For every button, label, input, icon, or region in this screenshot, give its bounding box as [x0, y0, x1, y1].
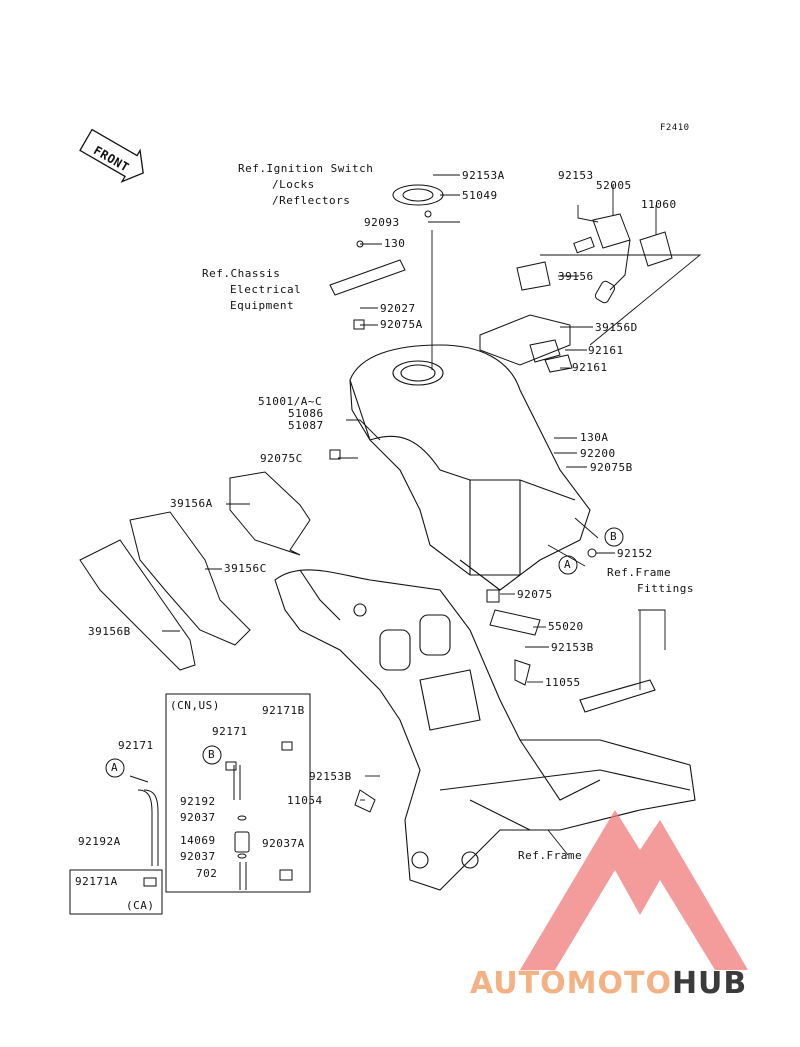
- part-label: 130: [384, 237, 406, 250]
- part-label: 92153A: [462, 169, 505, 182]
- part-label: 92075A: [380, 318, 423, 331]
- part-label: 39156B: [88, 625, 131, 638]
- automotohub-logo-icon: [520, 810, 748, 970]
- part-label: 92153B: [309, 770, 352, 783]
- callout-a: A: [564, 558, 572, 571]
- part-label: 39156A: [170, 497, 213, 510]
- part-label: 11055: [545, 676, 581, 689]
- part-label: 39156: [558, 270, 594, 283]
- part-label: 39156C: [224, 562, 267, 575]
- frame-drawing: [274, 569, 696, 891]
- part-label: 55020: [548, 620, 584, 633]
- watermark-part1: AUTOMOTO: [470, 966, 672, 1001]
- hose-parts-drawing: [129, 741, 293, 890]
- part-label: 92171B: [262, 704, 305, 717]
- part-label: 130A: [580, 431, 609, 444]
- part-label: 92093: [364, 216, 400, 229]
- part-label: 92037: [180, 850, 216, 863]
- ref-frame-fittings-line2: Fittings: [637, 582, 694, 595]
- part-label: 92192: [180, 795, 216, 808]
- callout-a: A: [111, 761, 119, 774]
- seat-pads-drawing: [79, 471, 311, 671]
- fuel-pump-drawing: [479, 213, 673, 373]
- callout-b: B: [610, 530, 618, 543]
- part-label: 92171: [212, 725, 248, 738]
- callout-b: B: [208, 748, 216, 761]
- ref-frame-fittings-line1: Ref.Frame: [607, 566, 672, 579]
- part-label: 92075: [517, 588, 553, 601]
- part-label: 92161: [572, 361, 608, 374]
- part-label: 702: [196, 867, 218, 880]
- ref-chassis-line2: Electrical: [230, 283, 302, 296]
- ref-chassis-line3: Equipment: [230, 299, 295, 312]
- leader-lines: [162, 174, 702, 856]
- part-label: 92037: [180, 811, 216, 824]
- callout-circles: [105, 527, 624, 778]
- figure-code: F2410: [660, 123, 690, 133]
- part-label: 51001/A~C: [258, 395, 323, 408]
- ref-ignition-line3: /Reflectors: [272, 194, 351, 207]
- part-label: 51086: [288, 407, 324, 420]
- ref-chassis-line1: Ref.Chassis: [202, 267, 281, 280]
- part-label: 92171: [118, 739, 154, 752]
- part-label: 92200: [580, 447, 616, 460]
- front-arrow-icon: [79, 128, 144, 183]
- part-label: 11054: [287, 794, 323, 807]
- ref-ignition-line2: /Locks: [272, 178, 315, 191]
- part-label: 51087: [288, 419, 324, 432]
- part-label: 52005: [596, 179, 632, 192]
- part-label: 51049: [462, 189, 498, 202]
- part-label: 39156D: [595, 321, 638, 334]
- ref-ignition-line1: Ref.Ignition Switch: [238, 162, 374, 175]
- part-label: 92027: [380, 302, 416, 315]
- watermark-part2: HUB: [671, 966, 748, 1001]
- part-label: 92075C: [260, 452, 303, 465]
- part-label: 92171A: [75, 875, 118, 888]
- part-label: 92192A: [78, 835, 121, 848]
- part-label: 92152: [617, 547, 653, 560]
- inset-boxes: [69, 693, 311, 915]
- watermark-text: AUTOMOTOHUB: [470, 966, 747, 1001]
- region-cn-us: (CN,US): [170, 699, 220, 712]
- fuel-cap-drawing: [329, 184, 597, 813]
- region-ca: (CA): [126, 899, 155, 912]
- part-label: 92161: [588, 344, 624, 357]
- fuel-tank-drawing: [349, 344, 591, 591]
- part-label: 92153: [558, 169, 594, 182]
- ref-frame: Ref.Frame: [518, 849, 583, 862]
- part-label: 92037A: [262, 837, 305, 850]
- part-label: 92075B: [590, 461, 633, 474]
- part-label: 11060: [641, 198, 677, 211]
- part-label: 14069: [180, 834, 216, 847]
- part-label: 92153B: [551, 641, 594, 654]
